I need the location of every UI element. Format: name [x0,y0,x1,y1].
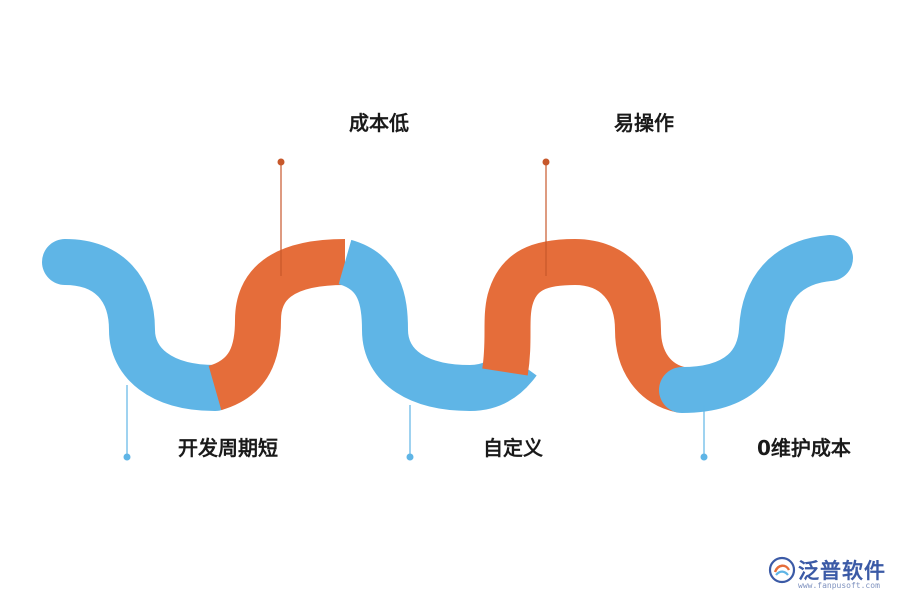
marker-dot-2 [406,453,414,461]
marker-dot-4 [700,453,708,461]
marker-dot-0 [123,453,131,461]
label-easy-to-use: 易操作 [614,111,674,135]
marker-dot-1 [277,158,285,166]
wave-segment-1 [207,239,346,411]
wave-segment-2 [337,239,537,412]
fanpu-logo-icon [768,556,796,584]
label-zero-maintenance: 0维护成本 [757,436,851,460]
wave-segment-3 [482,238,688,413]
label-customizable: 自定义 [483,436,543,460]
wave-segment-0 [42,239,238,411]
label-dev-cycle: 开发周期短 [178,436,278,460]
brand-name: 泛普软件 [798,559,886,583]
label-low-cost: 成本低 [349,111,409,135]
wave-segment-4 [659,235,853,413]
brand-url: www.fanpusoft.com [798,581,880,590]
marker-dot-3 [542,158,550,166]
brand-logo: 泛普软件 www.fanpusoft.com [768,553,898,597]
